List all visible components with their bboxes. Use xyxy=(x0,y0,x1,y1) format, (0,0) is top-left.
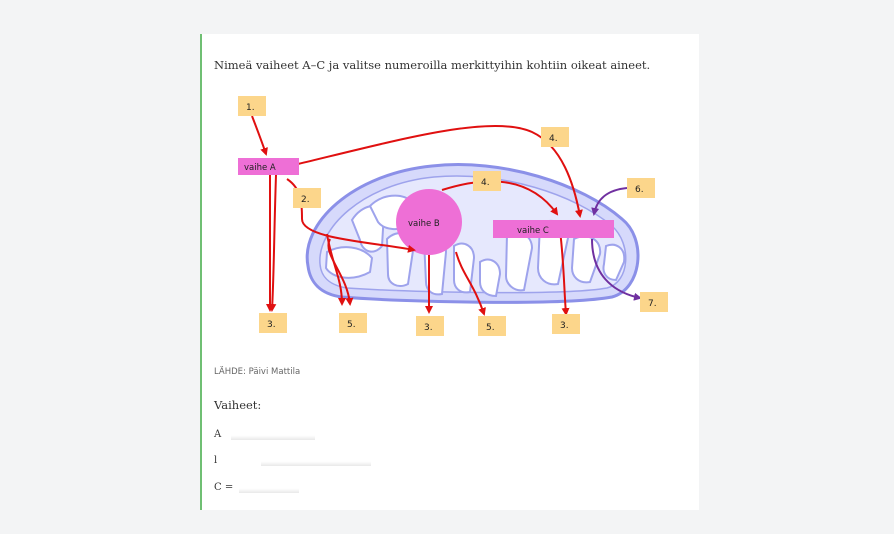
number-label-box[interactable] xyxy=(627,178,655,198)
number-label-box[interactable] xyxy=(339,313,367,333)
number-label-box[interactable] xyxy=(552,314,580,334)
number-label-text: 5. xyxy=(486,323,495,333)
phase-row-c: C = xyxy=(214,482,300,493)
phase-row-a: A xyxy=(214,429,316,440)
number-label-text: 2. xyxy=(301,195,310,205)
phase-b-label: vaihe B xyxy=(408,219,440,229)
number-label-text: 7. xyxy=(648,299,657,309)
question-text: Nimeä vaiheet A–C ja valitse numeroilla … xyxy=(214,58,651,72)
phase-c-label: vaihe C xyxy=(517,226,549,236)
phase-row-label: C = xyxy=(214,482,234,493)
number-label-text: 3. xyxy=(424,323,433,333)
number-label-box[interactable] xyxy=(473,171,501,191)
image-source: LÄHDE: Päivi Mattila xyxy=(214,367,301,377)
phases-heading: Vaiheet: xyxy=(214,398,262,412)
number-label-box[interactable] xyxy=(640,292,668,312)
phase-a-box xyxy=(238,158,299,175)
number-label-text: 3. xyxy=(267,320,276,330)
number-label-box[interactable] xyxy=(238,96,266,116)
number-label-box[interactable] xyxy=(416,316,444,336)
question-card: Nimeä vaiheet A–C ja valitse numeroilla … xyxy=(200,34,699,510)
phase-c-box xyxy=(493,220,614,238)
phase-b-input[interactable] xyxy=(261,455,372,466)
number-label-box[interactable] xyxy=(293,188,321,208)
number-label-text: 5. xyxy=(347,320,356,330)
number-label-box[interactable] xyxy=(259,313,287,333)
phase-b-circle xyxy=(396,189,462,255)
mitochondrion-diagram: vaihe A vaihe B vaihe C 1. 2. 3. 4. 4. 5. 5. 3.… xyxy=(238,96,668,336)
phase-row-label: l xyxy=(214,455,218,466)
number-label-text: 4. xyxy=(481,178,490,188)
number-label-text: 6. xyxy=(635,185,644,195)
phase-row-label: A xyxy=(214,429,222,440)
phase-row-b: l xyxy=(214,455,372,466)
number-label-text: 4. xyxy=(549,134,558,144)
phase-a-label: vaihe A xyxy=(244,163,276,173)
number-label-text: 1. xyxy=(246,103,255,113)
phase-c-input[interactable] xyxy=(239,482,300,493)
number-label-box[interactable] xyxy=(541,127,569,147)
number-label-text: 3. xyxy=(560,321,569,331)
phase-a-input[interactable] xyxy=(231,429,316,440)
number-label-box[interactable] xyxy=(478,316,506,336)
